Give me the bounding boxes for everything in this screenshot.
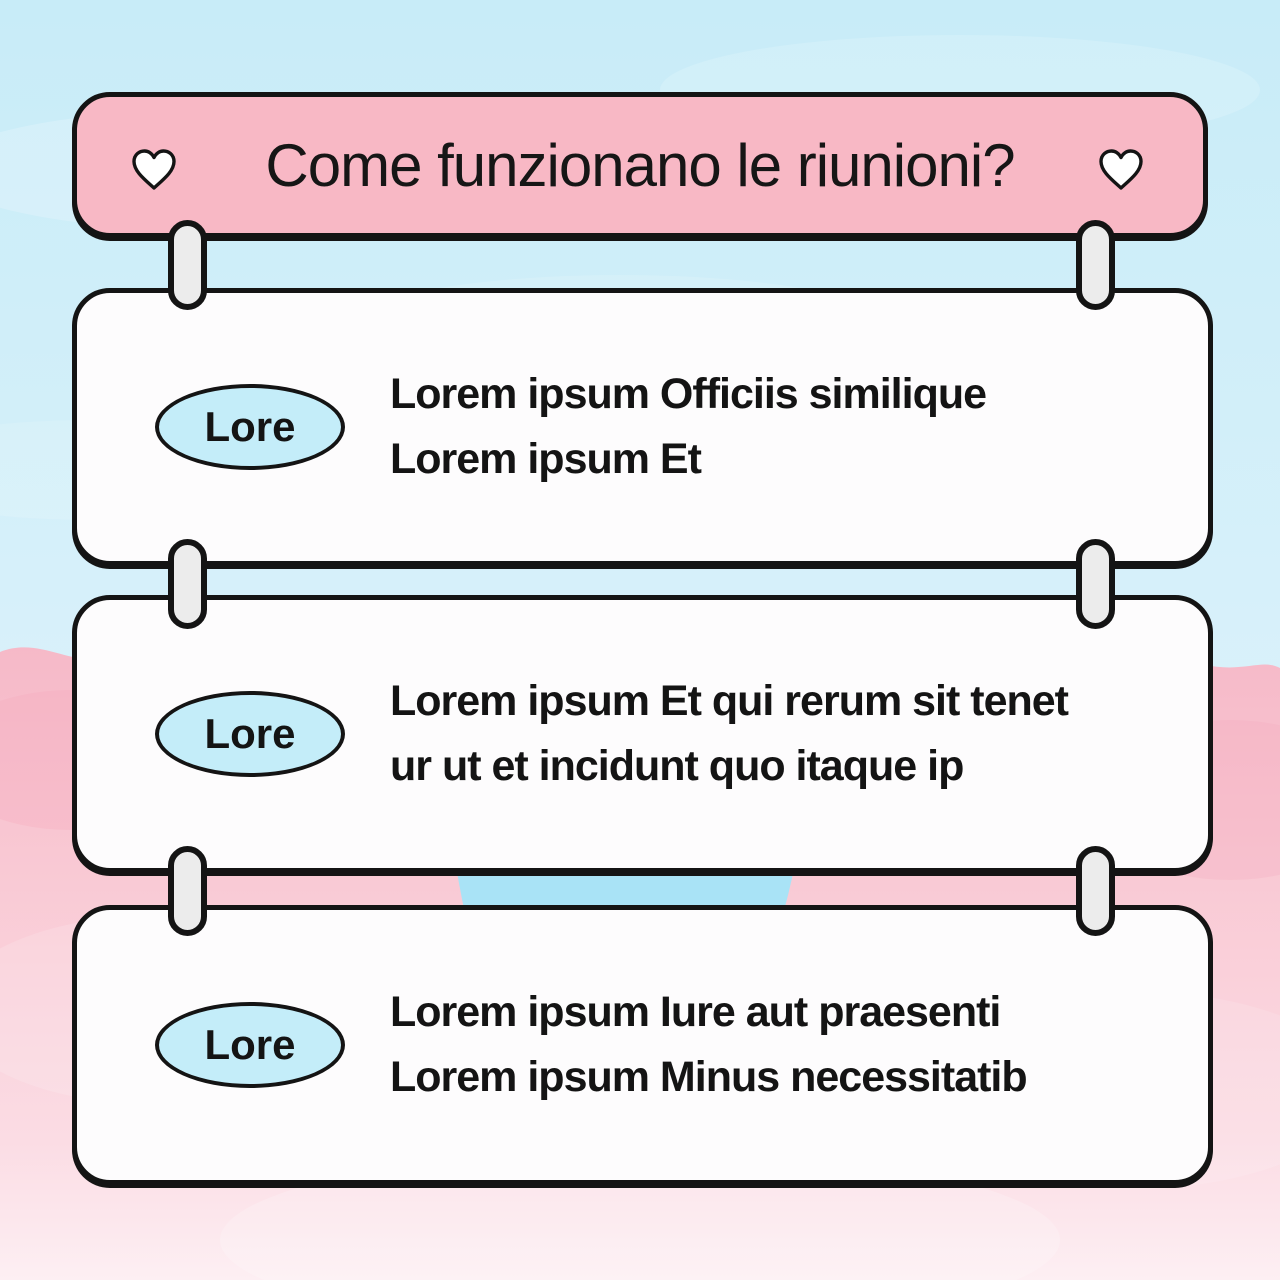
- card-text: Lorem ipsum Officiis similique Lorem ips…: [390, 362, 987, 492]
- card-text-line: Lorem ipsum Et qui rerum sit tenet: [390, 677, 1069, 725]
- title-banner: Come funzionano le riunioni?: [72, 92, 1208, 238]
- card-text-line: ur ut et incidunt quo itaque ip: [390, 742, 964, 790]
- connector-pin: [1076, 846, 1115, 936]
- card: Lore Lorem ipsum Et qui rerum sit tenet …: [72, 595, 1213, 873]
- connector-pin: [168, 220, 207, 310]
- connector-pin: [1076, 220, 1115, 310]
- connector-pin: [168, 539, 207, 629]
- card-text-line: Lorem ipsum Iure aut praesenti: [390, 988, 1001, 1036]
- lore-badge: Lore: [155, 384, 345, 470]
- poster-title: Come funzionano le riunioni?: [265, 131, 1015, 199]
- connector-pin: [168, 846, 207, 936]
- lore-badge: Lore: [155, 1002, 345, 1088]
- card-text: Lorem ipsum Et qui rerum sit tenet ur ut…: [390, 669, 1069, 799]
- heart-icon: [132, 149, 176, 190]
- heart-icon: [1099, 149, 1143, 190]
- badge-label: Lore: [204, 403, 296, 450]
- card-text: Lorem ipsum Iure aut praesenti Lorem ips…: [390, 980, 1028, 1110]
- badge-label: Lore: [204, 710, 296, 757]
- card-text-line: Lorem ipsum Minus necessitatib: [390, 1053, 1028, 1101]
- lore-badge: Lore: [155, 691, 345, 777]
- card: Lore Lorem ipsum Iure aut praesenti Lore…: [72, 905, 1213, 1185]
- card-text-line: Lorem ipsum Et: [390, 435, 702, 483]
- card: Lore Lorem ipsum Officiis similique Lore…: [72, 288, 1213, 566]
- badge-label: Lore: [204, 1021, 296, 1068]
- connector-pin: [1076, 539, 1115, 629]
- card-text-line: Lorem ipsum Officiis similique: [390, 370, 987, 418]
